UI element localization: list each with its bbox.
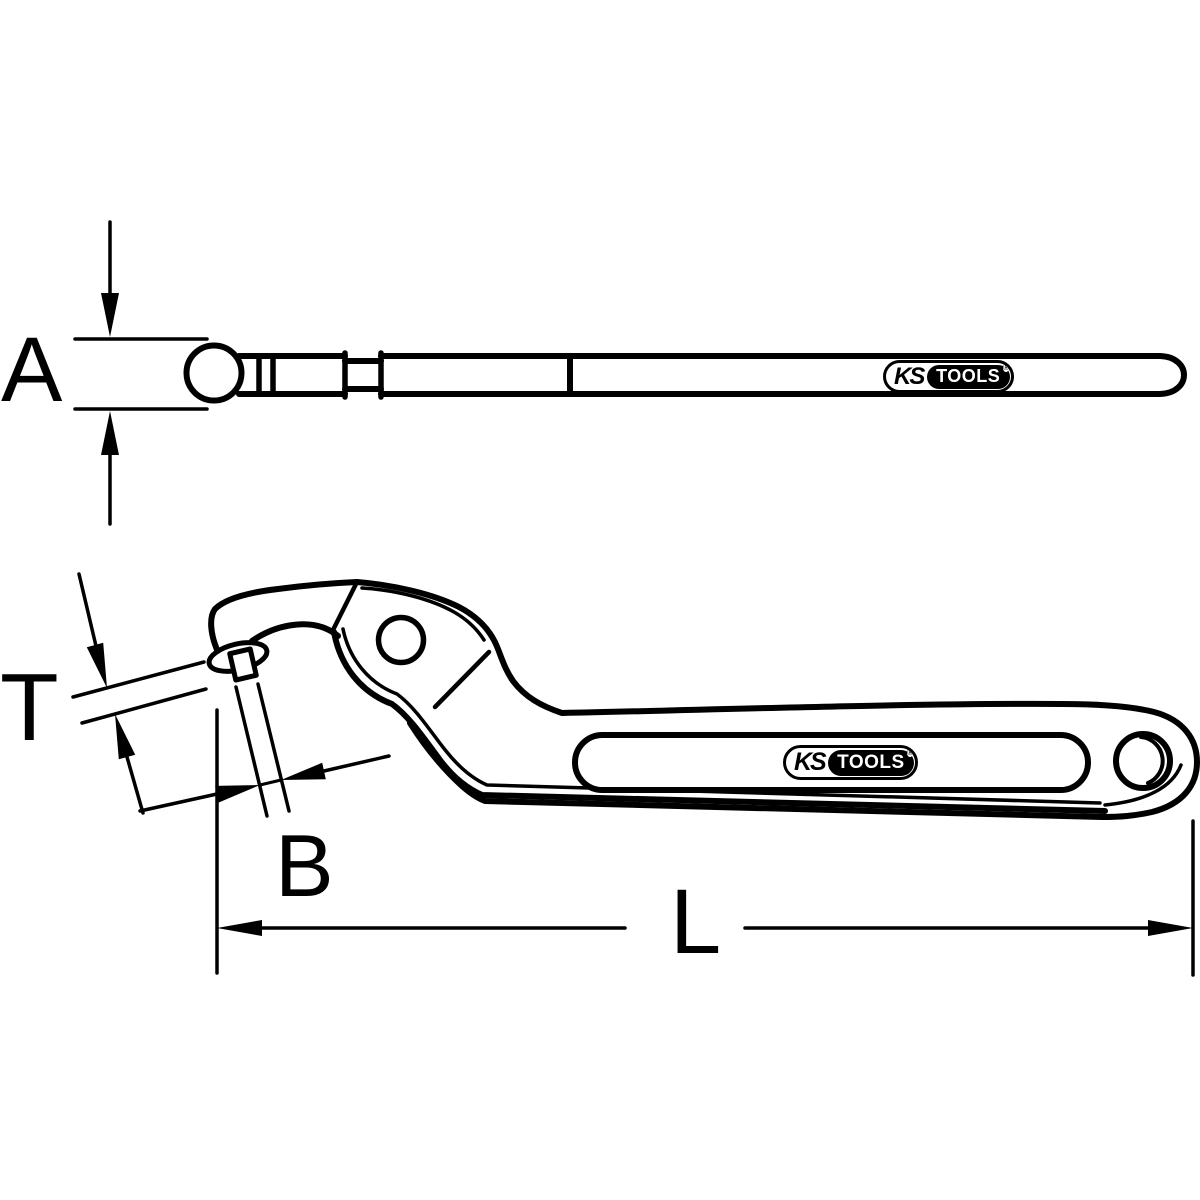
ks-logo-text: KS <box>894 362 925 390</box>
head-and-handle-outline <box>354 579 1200 820</box>
end-hole-chamfer-arc <box>1139 735 1165 785</box>
tools-logo-box: TOOLS <box>828 749 914 776</box>
tools-logo-text: TOOLS <box>837 751 905 773</box>
dim-a-arrowhead-up-icon <box>101 411 119 455</box>
boss-and-neck-lower-edge <box>331 629 1108 814</box>
front-view <box>71 572 1200 977</box>
hook-arm-outer-edge <box>208 579 360 655</box>
pin-extension-line-right <box>256 682 291 813</box>
dim-l-arrowhead-left-icon <box>217 920 262 936</box>
pin-body <box>227 646 259 683</box>
dim-t-line-upper <box>71 660 206 699</box>
facet-line-right <box>432 649 492 710</box>
boss-top-chamfer-line <box>360 586 486 642</box>
handle-profile-outline <box>378 353 1187 397</box>
dim-t-line-lower <box>80 687 208 725</box>
tools-logo-text: TOOLS <box>936 366 1001 386</box>
dimension-label-t: T <box>0 654 59 761</box>
ks-logo-text: KS <box>794 748 827 776</box>
dim-t-arrowhead-lower-icon <box>115 714 136 760</box>
ball-joint-profile <box>183 342 245 404</box>
pin-extension-line-left <box>234 685 269 818</box>
dim-b-arrowhead-left-icon <box>215 785 260 803</box>
dim-t-arrow-lower-line <box>125 755 145 815</box>
dim-t-arrow-upper-line <box>77 572 98 648</box>
side-view <box>73 220 1187 526</box>
tools-logo-box: TOOLS <box>926 364 1010 389</box>
dimension-label-a: A <box>1 319 63 421</box>
dim-a-arrowhead-down-icon <box>101 293 119 337</box>
dim-b-line-right <box>322 754 391 773</box>
registered-trademark-icon: ® <box>907 748 913 757</box>
dim-l-arrowhead-right-icon <box>1148 920 1193 936</box>
pivot-hole <box>375 614 427 666</box>
registered-trademark-icon: ® <box>1003 363 1009 372</box>
hook-arm-inner-edge <box>249 621 341 644</box>
dim-b-line-left <box>138 792 219 813</box>
ks-tools-logo-front-view: KS TOOLS ® <box>783 745 918 780</box>
dimension-label-l: L <box>670 871 722 973</box>
dim-t-arrowhead-upper-icon <box>86 642 107 688</box>
hinge-section-edges <box>236 353 384 397</box>
dim-b-arrowhead-right-icon <box>281 762 326 780</box>
ks-tools-logo-side-view: KS TOOLS ® <box>883 360 1014 393</box>
facet-line-left <box>330 579 360 633</box>
dim-b-line-middle <box>258 778 283 787</box>
neck-chamfer-line <box>341 627 1102 805</box>
collar-lines <box>256 353 276 397</box>
dimension-label-b: B <box>275 816 334 915</box>
end-cap-chamfer-line <box>1103 763 1183 807</box>
hinge-step-lines <box>342 350 384 400</box>
